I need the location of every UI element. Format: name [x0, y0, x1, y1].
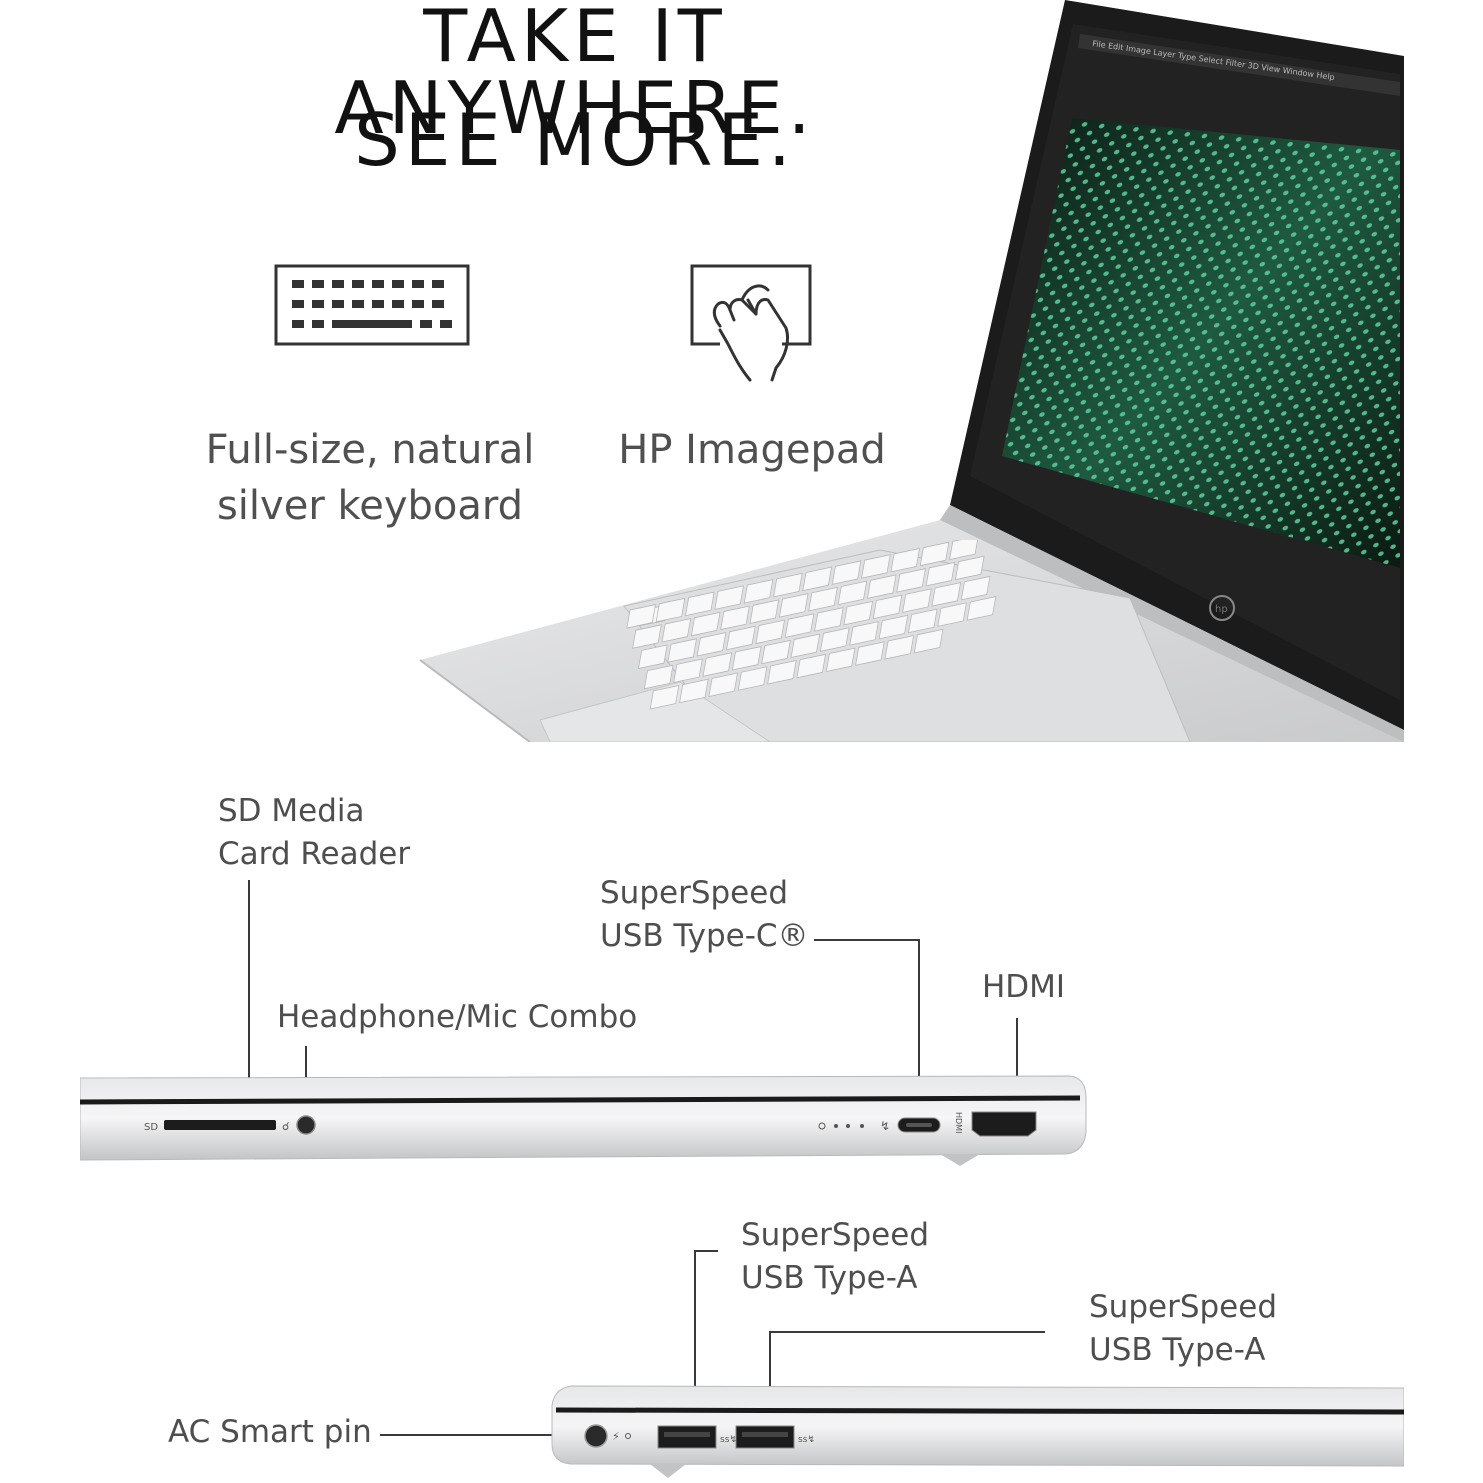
laptop-left-side-profile: SD ☌ ↯ HDMI	[80, 1072, 1090, 1172]
touchpad-gesture-icon	[690, 264, 814, 382]
label-usb-a-2-line-2: USB Type-A	[1089, 1332, 1266, 1368]
label-ac-pin-line-1: AC Smart pin	[168, 1414, 372, 1450]
svg-text:HDMI: HDMI	[954, 1112, 963, 1133]
svg-text:ss↯: ss↯	[720, 1435, 737, 1445]
leader-sd-reader	[248, 880, 250, 1102]
label-usb-c: SuperSpeed USB Type-C®	[600, 872, 809, 958]
laptop-right-side-profile: ⚡ ss↯ ss↯	[550, 1382, 1404, 1482]
label-usb-a-1-line-2: USB Type-A	[741, 1260, 918, 1296]
feature-keyboard-label: Full-size, natural silver keyboard	[170, 422, 570, 534]
label-usb-a-2: SuperSpeed USB Type-A	[1089, 1286, 1277, 1372]
svg-text:☌: ☌	[282, 1120, 289, 1133]
label-usb-c-line-2: USB Type-C®	[600, 918, 809, 954]
label-headphone: Headphone/Mic Combo	[277, 996, 637, 1039]
sd-port-marking: SD	[144, 1122, 158, 1133]
headline-line-1: TAKE IT ANYWHERE.	[334, 0, 816, 150]
keyboard-icon	[274, 264, 470, 348]
leader-usb-a-2-horizontal	[769, 1331, 1045, 1333]
headline-line-2: SEE MORE.	[354, 98, 796, 182]
leader-usb-a-1-horizontal	[694, 1250, 718, 1252]
svg-text:hp: hp	[1215, 604, 1228, 615]
label-sd-reader-line-1: SD Media	[218, 793, 365, 829]
label-usb-a-1: SuperSpeed USB Type-A	[741, 1214, 929, 1300]
leader-usb-c-horizontal	[814, 939, 920, 941]
svg-text:ss↯: ss↯	[798, 1435, 815, 1445]
label-headphone-line-1: Headphone/Mic Combo	[277, 999, 638, 1035]
label-ac-pin: AC Smart pin	[168, 1411, 372, 1454]
svg-text:↯: ↯	[880, 1119, 890, 1133]
leader-hdmi	[1016, 1018, 1018, 1110]
label-usb-a-1-line-1: SuperSpeed	[741, 1217, 929, 1253]
label-usb-a-2-line-1: SuperSpeed	[1089, 1289, 1277, 1325]
laptop-keyboard-keys	[620, 540, 1220, 740]
leader-usb-a-1-vertical	[694, 1250, 696, 1426]
svg-text:⚡: ⚡	[612, 1430, 620, 1443]
label-hdmi: HDMI	[982, 966, 1065, 1009]
leader-usb-c-vertical	[918, 939, 920, 1113]
label-sd-reader-line-2: Card Reader	[218, 836, 411, 872]
feature-keyboard-line-1: Full-size, natural	[205, 427, 535, 473]
label-hdmi-line-1: HDMI	[982, 969, 1066, 1005]
leader-ac-pin	[380, 1434, 586, 1436]
leader-usb-a-2-vertical	[769, 1331, 771, 1427]
label-usb-c-line-1: SuperSpeed	[600, 875, 788, 911]
label-sd-reader: SD Media Card Reader	[218, 790, 410, 876]
feature-imagepad-label: HP Imagepad	[582, 422, 922, 478]
feature-imagepad-line-1: HP Imagepad	[618, 427, 886, 473]
feature-keyboard-line-2: silver keyboard	[216, 483, 524, 529]
